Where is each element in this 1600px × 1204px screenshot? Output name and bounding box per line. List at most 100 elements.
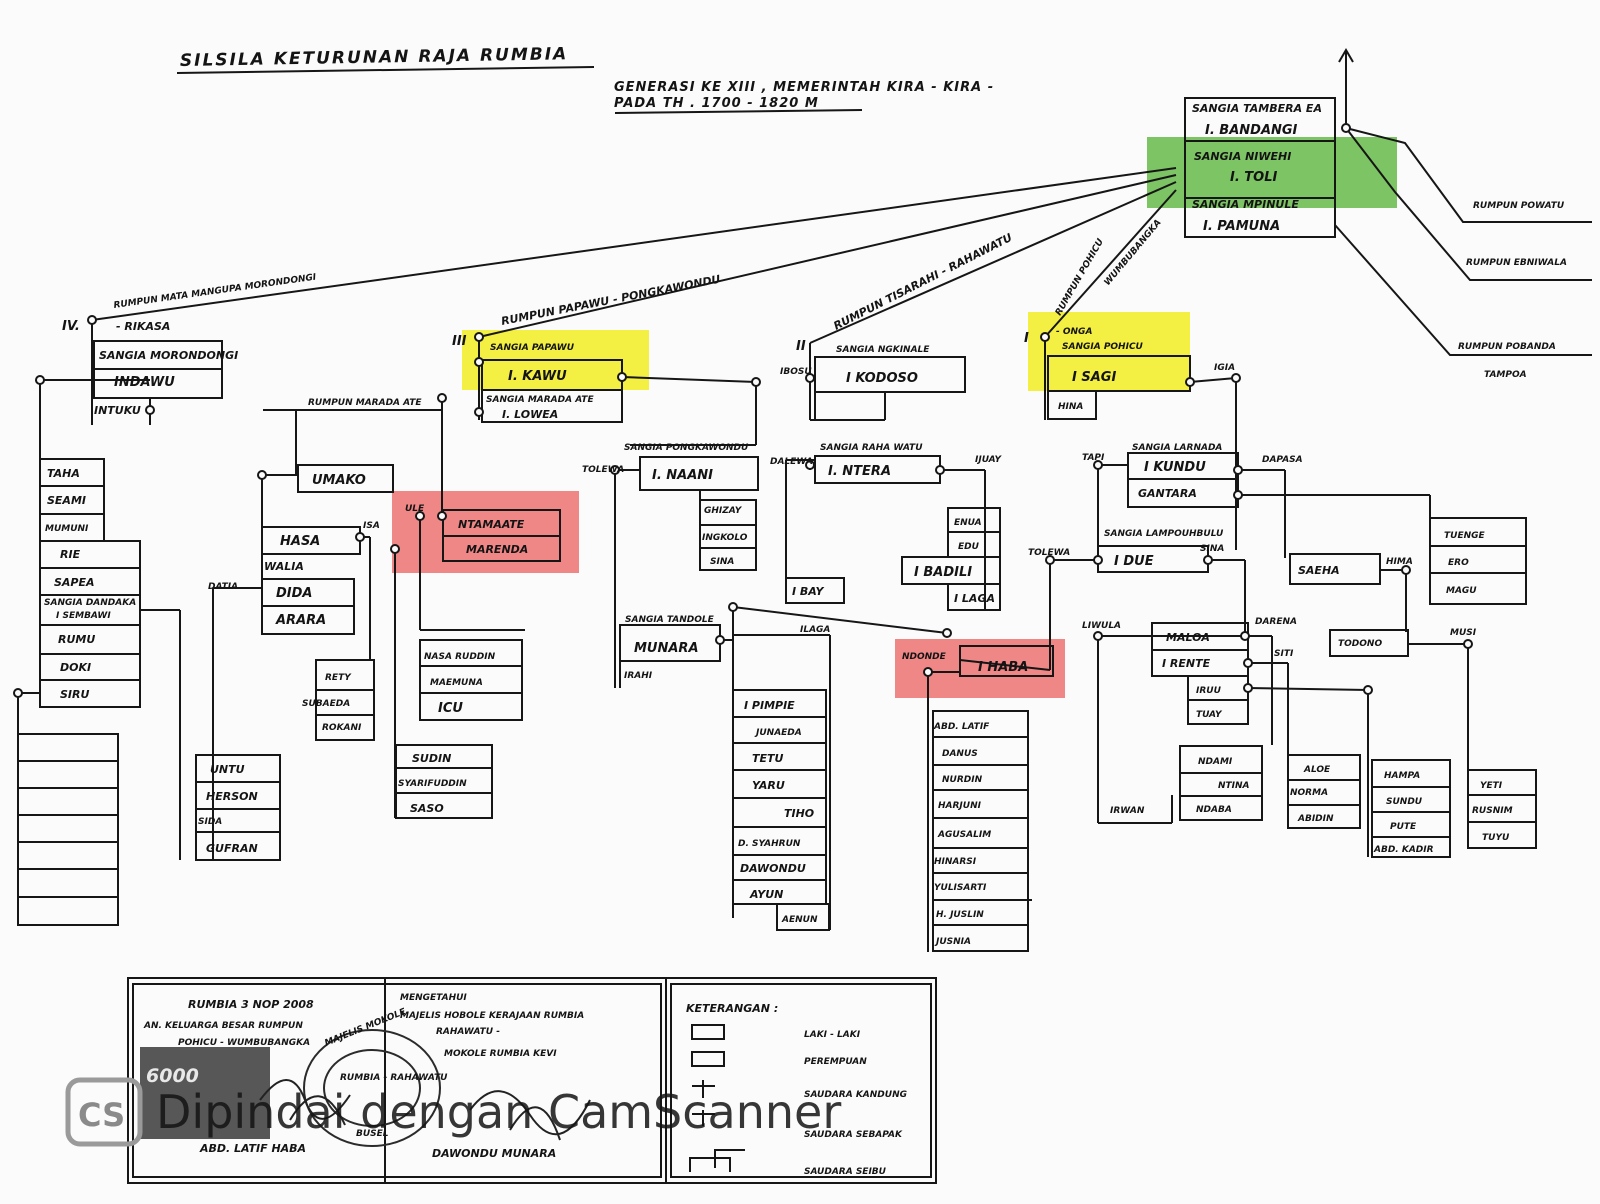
rahawatu-sangia: SANGIA RAHA WATU (820, 443, 923, 453)
footer-mengetahui: MENGETAHUI (400, 993, 467, 1003)
sudin-0: SUDIN (412, 752, 451, 765)
sudin-2: SASO (410, 802, 444, 815)
legend-item-2: SAUDARA KANDUNG (804, 1090, 907, 1100)
b4-child-0: TAHA (47, 467, 80, 480)
larnada-dapasa: DAPASA (1262, 455, 1303, 465)
rahawatu-dalewa: DALEWA (770, 457, 813, 467)
b4-child-9: SIRU (60, 688, 89, 701)
lampo-sina: SINA (1200, 544, 1224, 554)
top-box-row-6: I. PAMUNA (1203, 219, 1280, 234)
malo-darena: DARENA (1255, 617, 1297, 627)
datia-child-1: HERSON (206, 790, 258, 803)
aloe-0: ALOE (1303, 765, 1331, 775)
hampa-1: SUNDU (1386, 797, 1423, 807)
b3-sangia2: SANGIA MARADA ATE (486, 395, 594, 405)
dida-child-0: RETY (325, 673, 352, 683)
b4-child-4: SAPEA (54, 576, 95, 589)
branch-i: - ONGA SANGIA POHICU I SAGI HINA IGIA SA… (1028, 327, 1513, 855)
b4-child-1: SEAMI (47, 494, 86, 507)
legend-item-1: PEREMPUAN (804, 1057, 867, 1067)
camscanner-icon (65, 1077, 143, 1147)
hampa-3: ABD. KADIR (1373, 845, 1434, 855)
naani-child-1: INGKOLO (702, 533, 748, 543)
larnada-r1: I KUNDU (1144, 460, 1206, 475)
larnada-tapi: TAPI (1082, 453, 1105, 463)
signature-mark-2 (469, 1090, 591, 1141)
pongka-name: I. NAANI (652, 468, 713, 483)
munara-child-4: TIHO (784, 807, 814, 820)
munara-child-0: I PIMPIE (744, 699, 795, 712)
top-ancestor-box: SANGIA TAMBERA EA I. BANDANGI SANGIA NIW… (1192, 102, 1322, 234)
b1-igia: IGIA (1214, 363, 1235, 373)
revenue-stamp-value: 6000 (146, 1065, 199, 1087)
generation-line-2: PADA TH . 1700 - 1820 M (614, 96, 819, 111)
umako-isa: ISA (363, 521, 380, 531)
roman-i: I (1024, 331, 1029, 346)
b4-sangia: SANGIA MORONDONGI (99, 349, 238, 362)
b1-hina: HINA (1058, 402, 1083, 412)
tandole-name: MUNARA (634, 641, 699, 656)
b1-onga: - ONGA (1056, 327, 1092, 337)
malo-r2: I RENTE (1162, 657, 1211, 670)
roman-iii: III (452, 334, 467, 349)
top-box-row-1: SANGIA TAMBERA EA (1192, 102, 1322, 115)
right-branch-3: RUMPUN POBANDA (1458, 342, 1556, 352)
haba-child-2: NURDIN (942, 775, 983, 785)
top-box-row-3: SANGIA NIWEHI (1194, 150, 1291, 163)
b4-child-2: MUMUNI (45, 524, 89, 534)
branch-label-tisarahi: RUMPUN TISARAHI - RAHAWATU (831, 231, 1014, 333)
larnada-sangia: SANGIA LARNADA (1132, 443, 1222, 453)
legend-item-4: SAUDARA SEIBU (804, 1167, 887, 1177)
b1-name: I SAGI (1072, 370, 1116, 385)
branch-iv: - RIKASA SANGIA MORONDONGI INDAWU INTUKU… (44, 320, 238, 701)
naani-child-2: SINA (710, 557, 734, 567)
official-seal-icon (303, 1029, 441, 1147)
munara-child-3: YARU (752, 779, 785, 792)
haba-child-7: H. JUSLIN (936, 910, 984, 920)
b4-child-3: RIE (60, 548, 81, 561)
right-branch-labels: RUMPUN POWATU RUMPUN EBNIWALA RUMPUN POB… (1458, 201, 1567, 380)
pongka-sangia: SANGIA PONGKAWONDU (624, 443, 749, 453)
haba-child-5: HINARSI (934, 857, 977, 867)
haba-child-0: ABD. LATIF (933, 722, 990, 732)
branch-label-papawu: RUMPUN PAPAWU - PONGKAWONDU (500, 273, 721, 328)
lampo-sangia: SANGIA LAMPOUHBULU (1104, 529, 1224, 539)
footer-signer-1: ABD. LATIF HABA (199, 1142, 306, 1155)
sudin-1: SYARIFUDDIN (398, 779, 467, 789)
branch-ii: IBOSU SANGIA NGKINALE I KODOSO SANGIA RA… (770, 345, 1028, 947)
datia-child-0: UNTU (210, 763, 245, 776)
footer-signer-2: DAWONDU MUNARA (432, 1147, 556, 1160)
revenue-stamp (140, 1047, 270, 1139)
munara-child-2: TETU (752, 752, 784, 765)
signature-mark-1 (259, 1079, 351, 1126)
legend-title: KETERANGAN : (686, 1002, 778, 1015)
munara-child-6: DAWONDU (740, 862, 806, 875)
ndami-2: NDABA (1196, 805, 1232, 815)
pongka-tolewa: TOLEWA (582, 465, 624, 475)
hampa-2: PUTE (1390, 822, 1417, 832)
tuenge-2: MAGU (1446, 586, 1477, 596)
munara-child-5: D. SYAHRUN (738, 839, 801, 849)
b4-name: INDAWU (114, 375, 175, 390)
dida-child-2: ROKANI (322, 723, 362, 733)
ibay: I BAY (792, 585, 825, 598)
irwan: IRWAN (1110, 806, 1145, 816)
rahawatu-name: I. NTERA (828, 464, 891, 479)
dida-child-1: SUBAEDA (302, 699, 350, 709)
ndami-0: NDAMI (1198, 757, 1233, 767)
ntera-child-1: EDU (958, 542, 980, 552)
footer-majelis-2: RAHAWATU - (436, 1027, 500, 1037)
umako-name: UMAKO (312, 473, 366, 488)
larnada-r2: GANTARA (1138, 487, 1197, 500)
b1-sangia: SANGIA POHICU (1062, 342, 1144, 352)
camscanner-watermark: CS Dipindai dengan CamScanner (65, 1077, 841, 1147)
footer-an2: POHICU - WUMBUBANGKA (178, 1038, 310, 1048)
legend-item-3: SAUDARA SEBAPAK (804, 1130, 903, 1140)
ntera-child-0: ENUA (954, 518, 982, 528)
b2-ibosu: IBOSU (780, 367, 812, 377)
b2-sangia: SANGIA NGKINALE (836, 345, 930, 355)
haba-ndonde: NDONDE (902, 652, 947, 662)
umako-child-1: WALIA (264, 560, 304, 573)
